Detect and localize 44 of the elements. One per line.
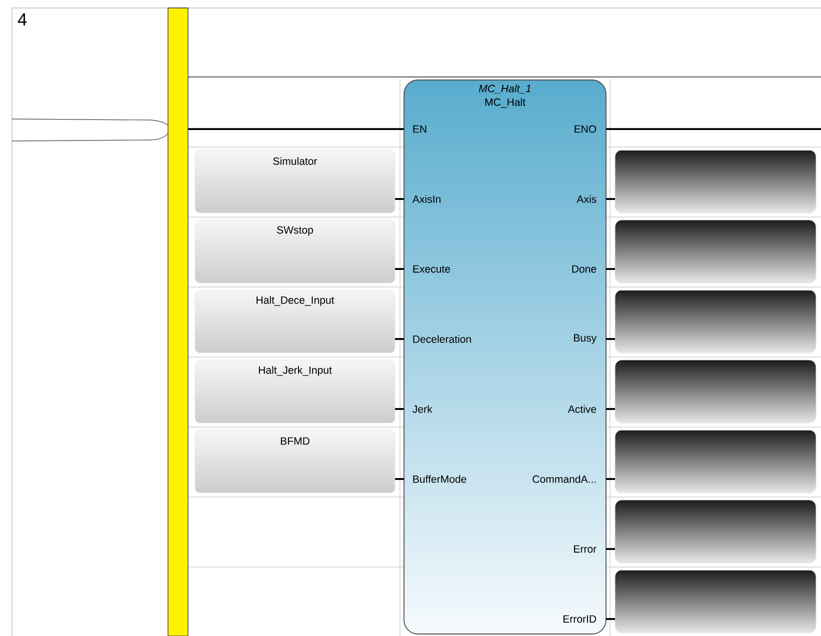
wire bbox=[606, 268, 615, 270]
output-variable-box bbox=[614, 360, 816, 424]
pin-label: BufferMode bbox=[413, 475, 466, 483]
wire bbox=[188, 128, 404, 130]
power-rail bbox=[168, 8, 188, 636]
variable-box: BFMD bbox=[194, 430, 396, 494]
rung-number: 4 bbox=[18, 13, 27, 26]
pin-label: Axis bbox=[576, 195, 596, 203]
pin-label: Jerk bbox=[412, 405, 432, 413]
wire bbox=[606, 198, 615, 200]
pin-label: ENO bbox=[574, 125, 596, 133]
pin-label: ErrorID bbox=[564, 615, 596, 623]
wire bbox=[395, 478, 404, 480]
pin-label: Error bbox=[574, 545, 596, 553]
wire bbox=[395, 408, 404, 410]
output-variable-box bbox=[614, 500, 816, 564]
pin-label: Done bbox=[572, 265, 596, 273]
pin-label: EN bbox=[413, 125, 426, 133]
output-variable-box bbox=[614, 570, 816, 634]
output-variable-box bbox=[614, 430, 816, 494]
pin-label: CommandA... bbox=[532, 475, 596, 483]
wire bbox=[395, 338, 404, 340]
wire bbox=[606, 128, 821, 130]
pin-label: Busy bbox=[574, 334, 597, 344]
wire bbox=[606, 338, 615, 340]
pin-label: Active bbox=[568, 405, 596, 413]
variable-box: Halt_Dece_Input bbox=[194, 290, 396, 354]
pin-label: Deceleration bbox=[413, 335, 471, 343]
wire bbox=[606, 618, 615, 620]
wire bbox=[395, 198, 404, 200]
pin-label: AxisIn bbox=[412, 195, 440, 203]
block-type: MC_Halt bbox=[485, 98, 526, 108]
wire bbox=[395, 268, 404, 270]
output-variable-box bbox=[614, 290, 816, 354]
instance-name: MC_Halt_1 bbox=[478, 84, 530, 94]
wire bbox=[606, 548, 615, 550]
variable-box: Simulator bbox=[194, 150, 396, 214]
output-variable-box bbox=[614, 220, 816, 284]
output-variable-box bbox=[614, 150, 816, 214]
variable-box: Halt_Jerk_Input bbox=[194, 360, 396, 424]
wire bbox=[606, 408, 615, 410]
pin-label: Execute bbox=[413, 265, 450, 273]
wire bbox=[606, 478, 615, 480]
variable-box: SWstop bbox=[194, 220, 396, 284]
